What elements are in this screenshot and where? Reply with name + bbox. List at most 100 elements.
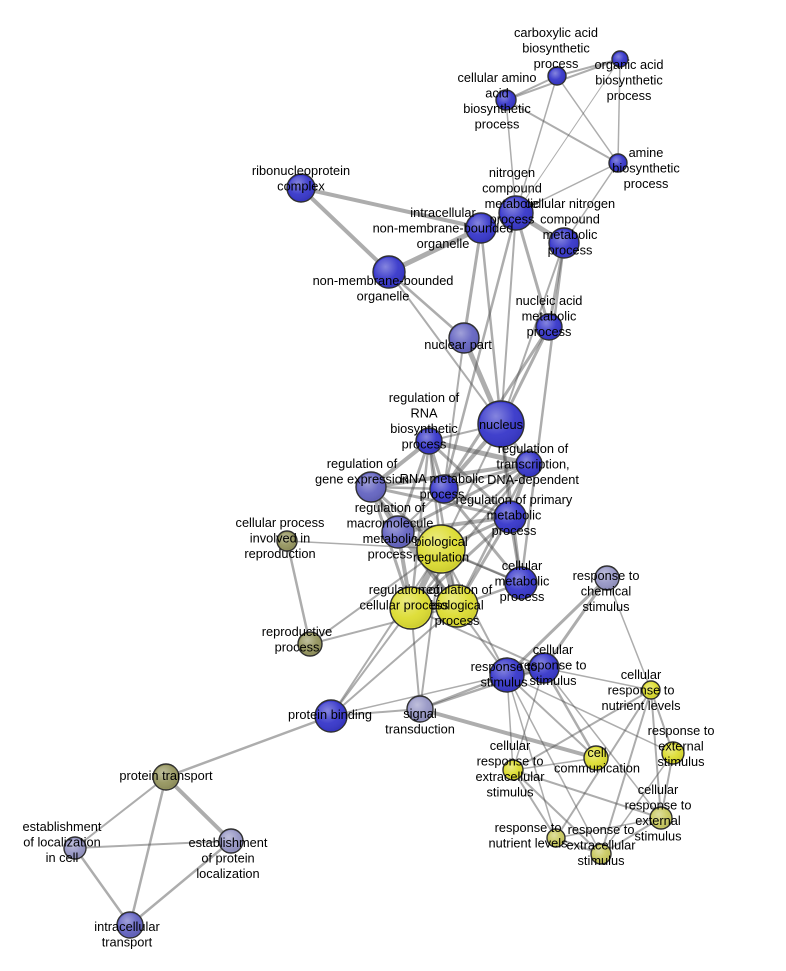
- edge-amine_biosynthetic--nitrogen_compound_metabolic[interactable]: [515, 162, 619, 214]
- edge-protein_binding--regulation_biological_process[interactable]: [330, 605, 458, 717]
- edge-response_external_stimulus--response_extracellular_stimulus[interactable]: [600, 752, 674, 855]
- edge-intracellular_nmb_organelle--non_membrane_bounded_organelle[interactable]: [386, 225, 484, 275]
- edge-carboxylic_acid_biosynthetic--nitrogen_compound_metabolic[interactable]: [515, 75, 558, 214]
- nodes-layer: [63, 50, 685, 939]
- edge-nitrogen_compound_metabolic--nucleus[interactable]: [500, 212, 517, 425]
- edge-ribonucleoprotein_complex--intracellular_nmb_organelle[interactable]: [299, 186, 483, 230]
- edge-cellular_amino_acid_biosynthetic--amine_biosynthetic[interactable]: [505, 99, 619, 164]
- edge-carboxylic_acid_biosynthetic--amine_biosynthetic[interactable]: [556, 75, 619, 164]
- edge-response_stimulus--response_external_stimulus[interactable]: [506, 674, 674, 754]
- edge-rna_metabolic--cellular_metabolic[interactable]: [442, 487, 523, 585]
- edge-cellular_response_stimulus--response_chemical_stimulus[interactable]: [542, 576, 609, 670]
- edge-protein_binding--protein_transport[interactable]: [164, 714, 333, 779]
- edge-organic_acid_biosynthetic--nitrogen_compound_metabolic[interactable]: [515, 58, 621, 214]
- edge-regulation_transcription_dna--regulation_cellular_process[interactable]: [409, 462, 531, 610]
- edge-establishment_protein_localization--intracellular_transport[interactable]: [128, 839, 233, 927]
- edge-regulation_primary_metabolic--regulation_macromolecule_metabolic[interactable]: [396, 515, 512, 534]
- edge-regulation_rna_biosynthetic--regulation_biological_process[interactable]: [427, 439, 459, 608]
- edge-cellular_response_extracellular--cellular_response_external[interactable]: [512, 769, 662, 819]
- edge-carboxylic_acid_biosynthetic--organic_acid_biosynthetic[interactable]: [556, 58, 621, 77]
- edge-establishment_protein_localization--establishment_localization_cell[interactable]: [74, 840, 232, 849]
- edge-cellular_process_reproduction--reproductive_process[interactable]: [285, 539, 312, 646]
- node-label-protein_binding: protein binding: [288, 707, 372, 722]
- edge-response_chemical_stimulus--cellular_response_nutrient[interactable]: [606, 577, 652, 691]
- edge-cellular_response_stimulus--cell_communication[interactable]: [542, 666, 598, 760]
- edge-biological_regulation--signal_transduction[interactable]: [419, 548, 442, 710]
- edge-nitrogen_compound_metabolic--rna_metabolic[interactable]: [442, 211, 518, 491]
- edge-non_membrane_bounded_organelle--nucleus[interactable]: [388, 271, 502, 425]
- edge-response_nutrient_levels--cellular_response_extracellular[interactable]: [512, 769, 557, 839]
- edge-response_stimulus--response_nutrient_levels[interactable]: [506, 674, 557, 839]
- edge-intracellular_nmb_organelle--nucleus[interactable]: [479, 226, 503, 426]
- edge-signal_transduction--cell_communication[interactable]: [418, 707, 598, 760]
- edge-cellular_response_stimulus--cellular_response_extracellular[interactable]: [512, 667, 545, 771]
- edge-response_nutrient_levels--cellular_response_external[interactable]: [555, 817, 662, 839]
- edge-ribonucleoprotein_complex--non_membrane_bounded_organelle[interactable]: [299, 186, 391, 274]
- edge-regulation_transcription_dna--regulation_gene_expression[interactable]: [369, 462, 531, 489]
- edge-reproductive_process--regulation_biological_process[interactable]: [309, 605, 458, 645]
- edge-protein_transport--intracellular_transport[interactable]: [128, 775, 168, 927]
- edge-regulation_rna_biosynthetic--regulation_cellular_process[interactable]: [409, 439, 431, 610]
- edge-establishment_localization_cell--intracellular_transport[interactable]: [73, 846, 132, 927]
- node-label-nuclear_part: nuclear part: [424, 337, 492, 352]
- edge-response_stimulus--response_chemical_stimulus[interactable]: [505, 576, 609, 677]
- edge-cellular_amino_acid_biosynthetic--nitrogen_compound_metabolic[interactable]: [505, 99, 517, 214]
- edge-protein_transport--establishment_localization_cell[interactable]: [74, 776, 167, 849]
- edge-cellular_nitrogen_compound_metabolic--nucleus[interactable]: [500, 242, 565, 425]
- edge-regulation_cellular_process--cellular_response_stimulus[interactable]: [410, 607, 545, 669]
- edge-cellular_response_stimulus--cellular_response_external[interactable]: [543, 667, 662, 819]
- node-label-nucleus: nucleus: [479, 417, 523, 432]
- edge-cellular_process_reproduction--biological_regulation[interactable]: [286, 540, 442, 550]
- edge-response_stimulus--response_extracellular_stimulus[interactable]: [506, 674, 602, 855]
- edge-cellular_response_stimulus--cellular_response_nutrient[interactable]: [543, 667, 652, 691]
- edge-regulation_gene_expression--regulation_biological_process[interactable]: [369, 485, 459, 608]
- edge-cellular_response_nutrient--cellular_response_external[interactable]: [650, 689, 662, 819]
- edge-nitrogen_compound_metabolic--nucleic_acid_metabolic[interactable]: [514, 211, 551, 329]
- edge-cell_communication--cellular_response_extracellular[interactable]: [512, 757, 597, 771]
- edge-regulation_transcription_dna--rna_metabolic[interactable]: [442, 462, 531, 491]
- edge-response_extracellular_stimulus--cellular_response_extracellular[interactable]: [512, 769, 602, 855]
- edge-regulation_transcription_dna--regulation_macromolecule_metabolic[interactable]: [396, 462, 531, 534]
- edge-cellular_response_nutrient--cellular_response_extracellular[interactable]: [512, 689, 652, 771]
- edge-intracellular_nmb_organelle--nuclear_part[interactable]: [462, 226, 483, 340]
- edge-nuclear_part--rna_metabolic[interactable]: [443, 337, 465, 490]
- edge-regulation_transcription_dna--regulation_biological_process[interactable]: [455, 462, 531, 608]
- edge-protein_binding--biological_regulation[interactable]: [330, 548, 442, 717]
- edge-regulation_rna_biosynthetic--regulation_transcription_dna[interactable]: [426, 438, 532, 467]
- edge-cellular_response_nutrient--response_extracellular_stimulus[interactable]: [600, 689, 652, 855]
- edge-organic_acid_biosynthetic--amine_biosynthetic[interactable]: [617, 58, 621, 164]
- edge-cellular_nitrogen_compound_metabolic--cellular_metabolic[interactable]: [519, 241, 566, 585]
